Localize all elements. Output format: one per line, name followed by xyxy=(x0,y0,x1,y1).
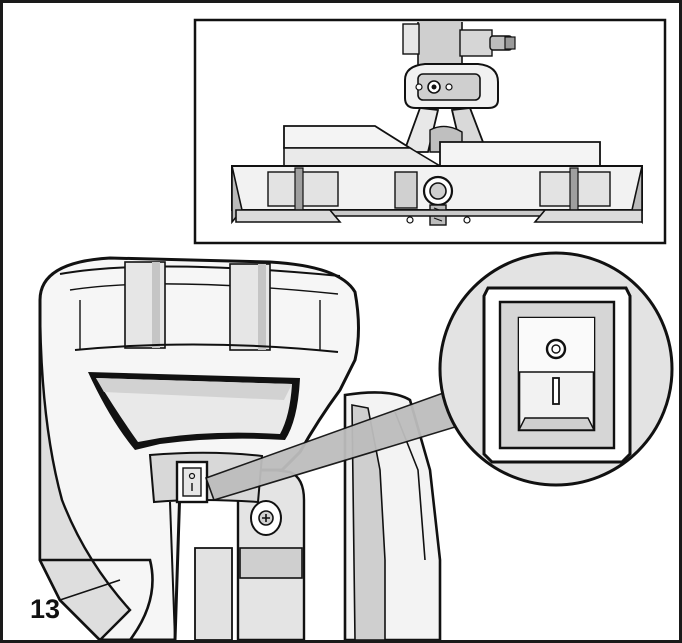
saw-base-illustration xyxy=(231,125,643,226)
handle-illustration xyxy=(38,256,442,640)
step-number: 13 xyxy=(30,594,61,624)
power-switch-small xyxy=(175,460,209,504)
saw-head-illustration xyxy=(402,22,516,153)
switch-off-symbol-icon xyxy=(545,338,567,360)
inset-panel-top xyxy=(193,18,667,245)
magnifier-circle xyxy=(438,251,674,487)
switch-on-symbol-icon xyxy=(552,377,560,405)
